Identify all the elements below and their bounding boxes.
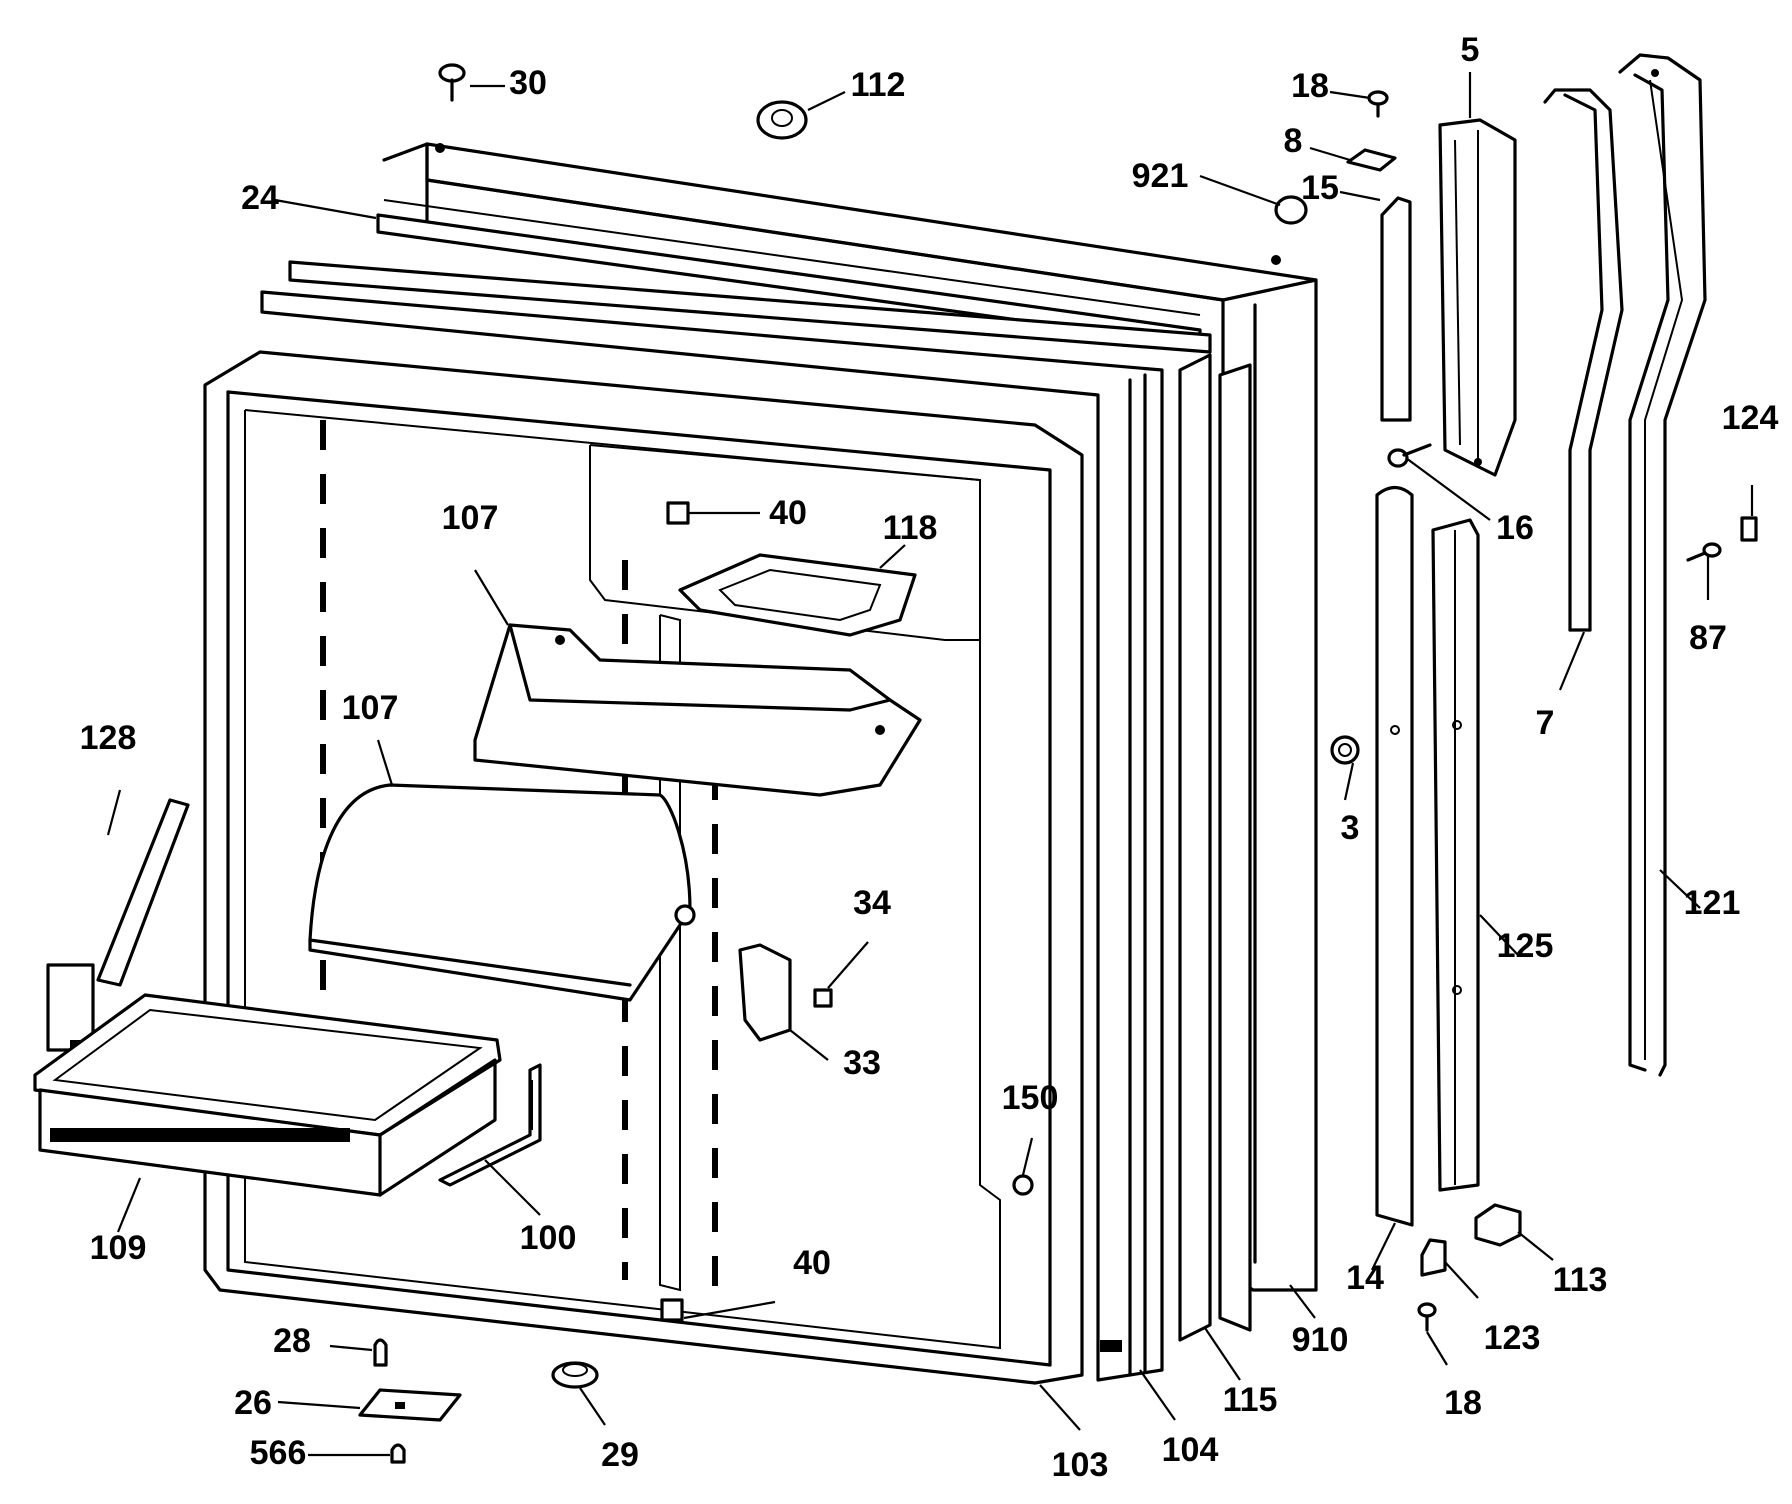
cap-strip-14 xyxy=(1375,485,1414,1227)
door-bin xyxy=(33,993,502,1197)
callout-15: 15 xyxy=(1301,169,1339,207)
door-shelf-upper xyxy=(473,623,922,797)
callout-29: 29 xyxy=(601,1436,639,1474)
callout-labels: 30 112 18 5 8 921 15 24 16 124 87 7 40 1… xyxy=(80,31,1779,1484)
callout-26: 26 xyxy=(234,1384,272,1422)
hinge-plate-26 xyxy=(358,1388,462,1422)
screw-87 xyxy=(1686,542,1722,562)
callout-40-lower: 40 xyxy=(793,1244,831,1282)
callout-125: 125 xyxy=(1497,927,1554,965)
callout-123: 123 xyxy=(1484,1319,1541,1357)
callout-3: 3 xyxy=(1341,809,1360,847)
callout-910: 910 xyxy=(1292,1321,1349,1359)
stop-113 xyxy=(1474,1203,1522,1247)
callout-16: 16 xyxy=(1496,509,1534,547)
callout-113: 113 xyxy=(1553,1261,1608,1299)
screw-30 xyxy=(438,63,466,102)
handle-121 xyxy=(1618,53,1707,1077)
dairy-compartment-door xyxy=(308,783,696,1002)
hinge-grille-5 xyxy=(1438,118,1517,477)
screw-18-top xyxy=(1367,90,1389,118)
callout-121: 121 xyxy=(1684,884,1741,922)
screw-150 xyxy=(1012,1174,1034,1196)
callout-8: 8 xyxy=(1284,122,1303,160)
pin-28 xyxy=(373,1338,388,1367)
callout-30: 30 xyxy=(509,64,547,102)
callout-18: 18 xyxy=(1291,67,1329,105)
screw-566 xyxy=(390,1443,406,1464)
callout-28: 28 xyxy=(273,1322,311,1360)
bumper-lower xyxy=(660,1298,684,1322)
bumper-upper xyxy=(666,501,690,525)
channel-125 xyxy=(1431,518,1480,1192)
callout-103: 103 xyxy=(1052,1446,1109,1484)
door-stop-3 xyxy=(1330,735,1360,765)
callout-7: 7 xyxy=(1536,704,1555,742)
screw-18-bottom xyxy=(1417,1302,1437,1332)
plug-112 xyxy=(756,100,808,140)
handle-arm-7 xyxy=(1543,88,1624,632)
callout-34: 34 xyxy=(853,884,891,922)
breaker-strip xyxy=(1178,353,1252,1342)
callout-18-lower: 18 xyxy=(1444,1384,1482,1422)
butter-dish xyxy=(678,553,917,637)
callout-24: 24 xyxy=(241,179,279,217)
clip-34 xyxy=(813,988,833,1008)
callout-566: 566 xyxy=(250,1434,307,1472)
callout-112: 112 xyxy=(851,66,906,104)
callout-5: 5 xyxy=(1461,31,1480,69)
callout-40: 40 xyxy=(769,494,807,532)
callout-118: 118 xyxy=(883,509,938,547)
callout-14: 14 xyxy=(1346,1259,1384,1297)
callout-124: 124 xyxy=(1722,399,1779,437)
leader-lines xyxy=(106,72,1754,1457)
plug-29 xyxy=(551,1361,599,1389)
callout-921: 921 xyxy=(1132,157,1189,195)
callout-100: 100 xyxy=(520,1219,577,1257)
shelf-retainer-bracket xyxy=(438,1063,542,1187)
clip-8 xyxy=(1346,148,1397,172)
callout-107-lower: 107 xyxy=(342,689,399,727)
callout-107: 107 xyxy=(442,499,499,537)
mid-bracket-33 xyxy=(738,943,792,1042)
cap-921 xyxy=(1274,195,1308,225)
callout-109: 109 xyxy=(90,1229,147,1267)
callout-33: 33 xyxy=(843,1044,881,1082)
bracket-123 xyxy=(1420,1238,1447,1277)
clip-124 xyxy=(1740,516,1758,542)
callout-150: 150 xyxy=(1002,1079,1059,1117)
side-handle-trim xyxy=(46,798,190,1052)
callout-104: 104 xyxy=(1162,1431,1219,1469)
callout-87: 87 xyxy=(1689,619,1727,657)
callout-128: 128 xyxy=(80,719,137,757)
screw-16 xyxy=(1387,443,1432,468)
callout-115: 115 xyxy=(1223,1381,1278,1419)
hinge-cover-15 xyxy=(1380,196,1412,422)
door-gasket-frame xyxy=(260,260,1212,1382)
